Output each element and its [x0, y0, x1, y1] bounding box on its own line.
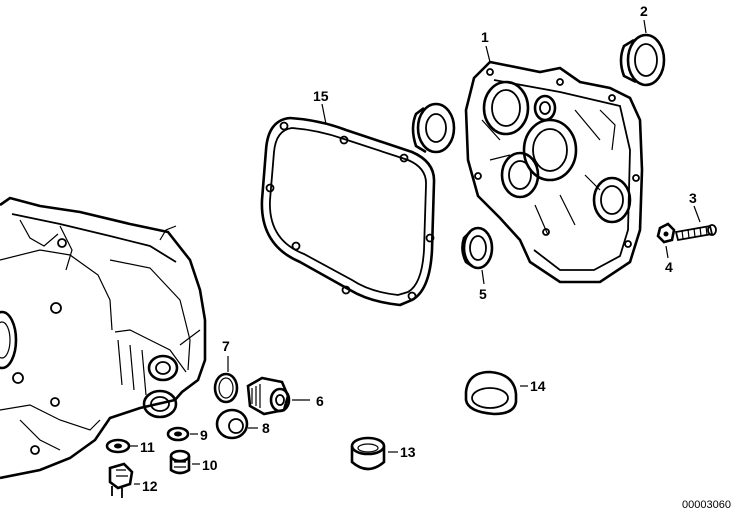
- washer-11: [105, 438, 138, 454]
- cap-14: [464, 370, 528, 416]
- nut-4: [656, 222, 676, 259]
- gasket-15: [260, 116, 436, 307]
- gearbox-housing: [0, 196, 207, 480]
- callout-3: 3: [689, 190, 697, 206]
- seal-8: [215, 408, 258, 440]
- shaft-seal-5: [461, 226, 494, 285]
- callout-12: 12: [142, 478, 158, 494]
- leader-1: [485, 45, 491, 63]
- leader-15: [321, 103, 327, 125]
- callout-1: 1: [481, 29, 489, 45]
- callout-5: 5: [479, 286, 487, 302]
- ring-7: [213, 356, 239, 404]
- plug-6: [246, 376, 310, 416]
- screw-3: [674, 205, 717, 242]
- callout-14: 14: [530, 378, 546, 394]
- callout-10: 10: [202, 457, 218, 473]
- callout-9: 9: [200, 427, 208, 443]
- callout-13: 13: [400, 444, 416, 460]
- callout-15: 15: [313, 88, 329, 104]
- callout-11: 11: [140, 439, 155, 455]
- cap-13: [350, 436, 398, 471]
- washer-9: [166, 426, 198, 442]
- callout-7: 7: [222, 338, 230, 354]
- callout-8: 8: [262, 420, 270, 436]
- drain-plug-10: [169, 449, 200, 475]
- seal-ring: [411, 102, 456, 154]
- callout-6: 6: [316, 393, 324, 409]
- shaft-seal-2: [619, 19, 666, 87]
- gearbox-cover-1: [464, 60, 644, 284]
- callout-2: 2: [640, 3, 648, 19]
- callout-4: 4: [665, 259, 673, 275]
- switch-12: [108, 462, 140, 498]
- diagram-reference-number: 00003060: [682, 499, 731, 511]
